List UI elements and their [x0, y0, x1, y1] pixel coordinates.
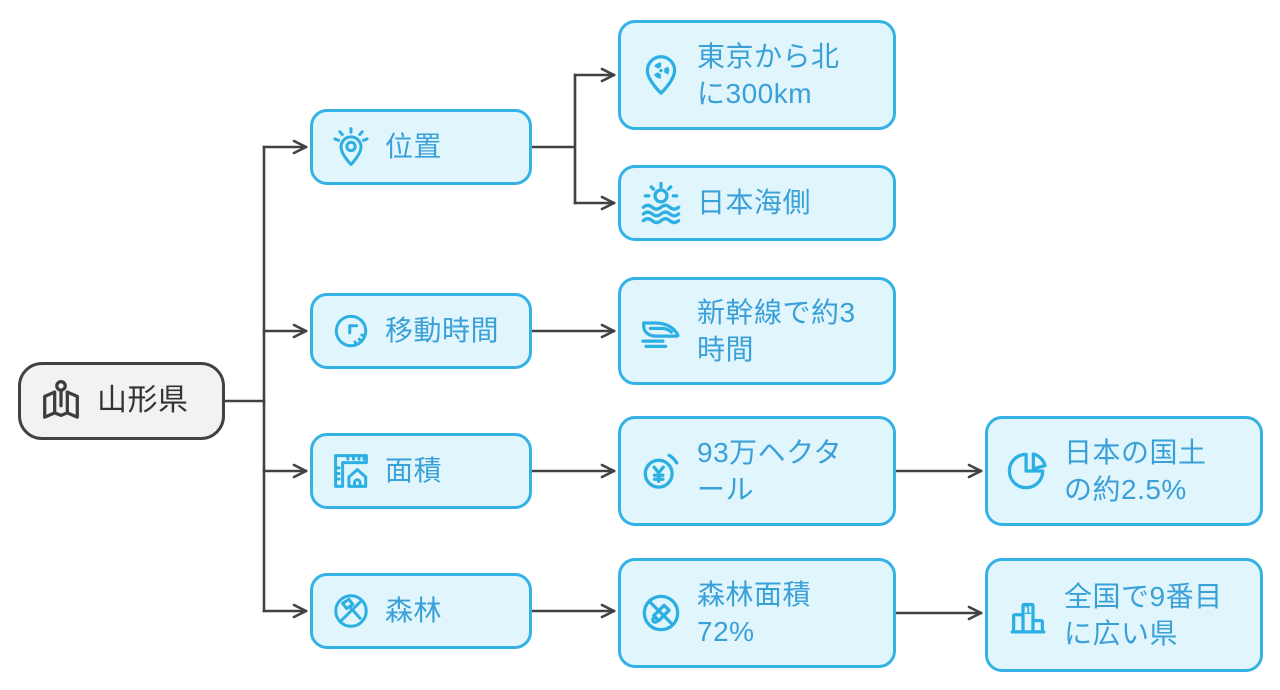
radiation-pin-icon	[638, 52, 684, 98]
node-label: 山形県	[97, 384, 189, 418]
pie-chart-icon	[1005, 448, 1051, 494]
clock-icon	[330, 310, 372, 352]
no-axe-icon	[330, 590, 372, 632]
map-pin-icon	[38, 378, 84, 424]
node-label: 93万ヘクタ ール	[697, 436, 843, 505]
node-label: 日本の国土 の約2.5%	[1064, 436, 1207, 505]
bullet-train-icon	[638, 308, 684, 354]
node-label: 日本海側	[697, 187, 812, 219]
podium-icon: 1	[1005, 592, 1051, 638]
node-kokudo-2-5: 日本の国土 の約2.5%	[985, 416, 1263, 526]
node-label: 面積	[385, 455, 443, 487]
node-label: 移動時間	[385, 315, 500, 347]
edge-ichi-split	[530, 73, 577, 205]
node-label: 新幹線で約3 時間	[697, 296, 856, 365]
sun-waves-icon	[638, 180, 684, 226]
node-ichi: 位置	[310, 109, 532, 185]
location-sparkle-icon	[330, 126, 372, 168]
node-shinrin-menseki-72: 森林面積 72%	[618, 558, 896, 668]
node-idoujikan: 移動時間	[310, 293, 532, 369]
node-label: 森林	[385, 595, 443, 627]
node-label: 森林面積 72%	[697, 578, 812, 647]
node-label: 東京から北 に300km	[697, 40, 840, 109]
node-shinkansen: 新幹線で約3 時間	[618, 277, 896, 385]
node-tokyo-north-300km: 東京から北 に300km	[618, 20, 896, 130]
node-label: 位置	[385, 131, 443, 163]
ruler-house-icon	[330, 450, 372, 492]
node-nihonkai: 日本海側	[618, 165, 896, 241]
node-zenkoku-9banme: 1 全国で9番目 に広い県	[985, 558, 1263, 672]
node-label: 全国で9番目 に広い県	[1064, 580, 1223, 649]
node-menseki: 面積	[310, 433, 532, 509]
svg-text:1: 1	[1025, 603, 1032, 617]
yen-coin-icon	[638, 448, 684, 494]
node-yamagata: 山形県	[18, 362, 225, 440]
node-shinrin: 森林	[310, 573, 532, 649]
node-93man-hectare: 93万ヘクタ ール	[618, 416, 896, 526]
no-chainsaw-icon	[638, 590, 684, 636]
